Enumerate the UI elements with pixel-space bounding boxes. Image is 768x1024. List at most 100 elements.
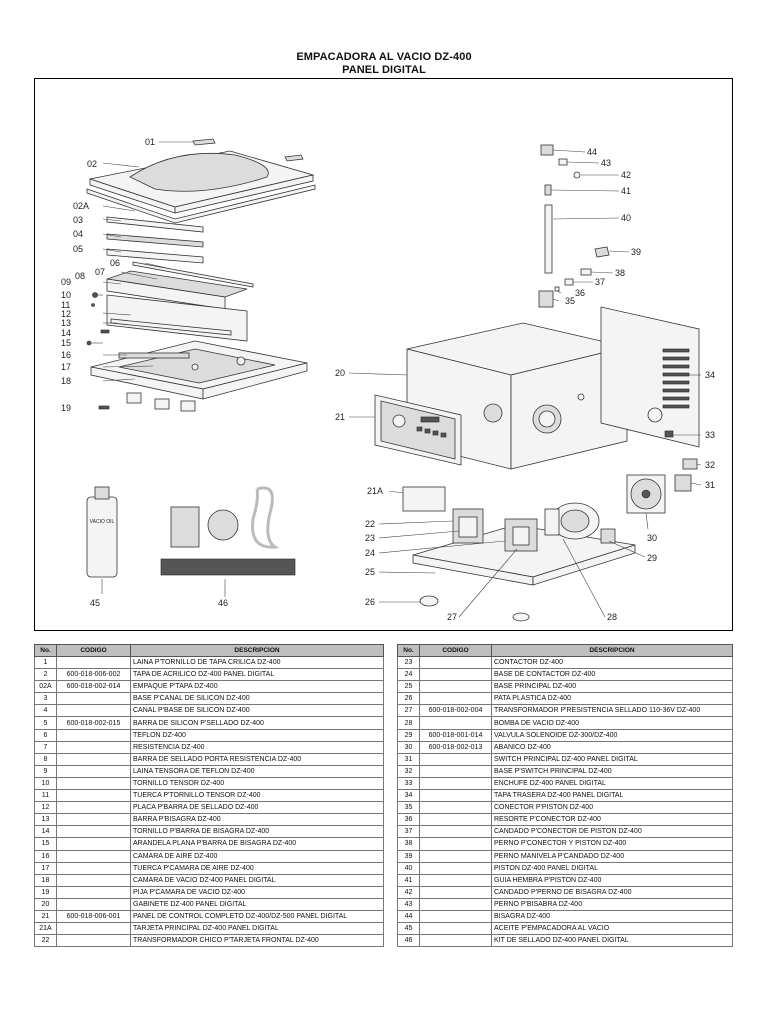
cell-no: 4	[34, 704, 57, 718]
cell-codigo	[56, 849, 131, 863]
col-header-codigo: CODIGO	[419, 644, 492, 657]
cell-no: 29	[397, 728, 420, 742]
cell-descripcion: PATA PLASTICA DZ-400	[491, 692, 733, 706]
col-header-descripcion: DESCRIPCION	[130, 644, 384, 657]
cell-codigo	[419, 776, 492, 791]
callout-label: 46	[218, 598, 228, 608]
cell-no: 46	[397, 934, 420, 948]
cell-codigo	[419, 861, 492, 875]
cell-no: 21A	[34, 922, 57, 936]
cell-no: 02A	[34, 680, 57, 694]
cell-codigo	[56, 813, 131, 827]
callout-label: 16	[61, 350, 71, 360]
callout-label: 30	[647, 533, 657, 543]
cell-codigo: 600-018-006-001	[56, 909, 131, 924]
cell-no: 41	[397, 873, 420, 887]
cell-descripcion: KIT DE SELLADO DZ-400 PANEL DIGITAL	[491, 934, 733, 948]
leader-lines	[89, 141, 702, 618]
cell-descripcion: GABINETE DZ-400 PANEL DIGITAL	[130, 897, 384, 911]
callout-label: 41	[621, 186, 631, 196]
cell-codigo: 600-018-002-014	[56, 680, 131, 694]
cell-descripcion: ABANICO DZ-400	[491, 740, 733, 754]
cell-codigo	[56, 704, 131, 718]
cell-no: 20	[34, 897, 57, 911]
callout-label: 26	[365, 597, 375, 607]
cell-no: 40	[397, 861, 420, 875]
cell-descripcion: RESORTE P'CONECTOR DZ-400	[491, 813, 733, 827]
cell-codigo	[56, 789, 131, 803]
callout-label: 11	[61, 300, 70, 310]
cell-no: 12	[34, 801, 57, 815]
cell-descripcion: VALVULA SOLENOIDE DZ-300/DZ-400	[491, 728, 733, 742]
callout-label: 13	[61, 318, 71, 328]
callout-label: 21A	[367, 486, 383, 496]
callout-label: 07	[95, 267, 105, 277]
callout-label: 02	[87, 159, 97, 169]
cell-codigo	[56, 825, 131, 839]
callout-label: 34	[705, 370, 715, 380]
cell-codigo: 600-018-002-015	[56, 716, 131, 730]
exploded-diagram: VACIO OIL	[34, 78, 733, 631]
callout-label: 42	[621, 170, 631, 180]
cell-descripcion: CANAL P'BASE DE SILICON DZ-400	[130, 704, 384, 718]
cell-codigo	[419, 655, 492, 670]
cell-codigo: 600-018-002-013	[419, 740, 492, 754]
callout-label: 12	[61, 309, 71, 319]
table-row: 36 RESORTE P'CONECTOR DZ-400	[397, 813, 733, 827]
cell-codigo	[56, 752, 131, 766]
cell-descripcion: CANDADO P'CONECTOR DE PISTON DZ-400	[491, 825, 733, 839]
cell-no: 16	[34, 849, 57, 863]
cell-codigo	[419, 789, 492, 803]
cell-codigo	[56, 922, 131, 936]
cell-descripcion: TAPA DE ACRILICO DZ-400 PANEL DIGITAL	[130, 668, 384, 682]
cell-descripcion: PISTON DZ-400 PANEL DIGITAL	[491, 861, 733, 875]
col-header-no: No.	[397, 644, 420, 657]
cell-descripcion: PLACA P'BARRA DE SELLADO DZ-400	[130, 801, 384, 815]
cell-codigo	[419, 897, 492, 911]
cell-codigo	[56, 837, 131, 851]
cell-no: 1	[34, 655, 57, 670]
oil-bottle-label: VACIO OIL	[90, 519, 115, 525]
cell-codigo	[56, 728, 131, 742]
cell-codigo	[419, 764, 492, 778]
callout-label: 44	[587, 147, 597, 157]
callout-label: 43	[601, 158, 611, 168]
cell-codigo: 600-018-006-002	[56, 668, 131, 682]
cell-no: 5	[34, 716, 57, 730]
callout-label: 36	[575, 288, 585, 298]
cell-no: 3	[34, 692, 57, 706]
lid-assembly	[86, 138, 316, 412]
cell-no: 22	[34, 934, 57, 948]
callout-label: 20	[335, 368, 345, 378]
cell-descripcion: BASE PRINCIPAL DZ-400	[491, 680, 733, 694]
accessories: VACIO OIL	[86, 486, 296, 578]
callout-label: 14	[61, 328, 71, 338]
cell-no: 42	[397, 885, 420, 899]
cell-codigo	[56, 861, 131, 875]
table-row: 12 PLACA P'BARRA DE SELLADO DZ-400	[34, 801, 384, 815]
cell-descripcion: BARRA DE SELLADO PORTA RESISTENCIA DZ-40…	[130, 752, 384, 766]
cell-codigo: 600-018-002-004	[419, 704, 492, 718]
cell-no: 34	[397, 789, 420, 803]
cell-descripcion: BARRA P'BISAGRA DZ-400	[130, 813, 384, 827]
callout-label: 02A	[73, 201, 89, 211]
cell-no: 36	[397, 813, 420, 827]
cell-no: 10	[34, 776, 57, 791]
cell-no: 24	[397, 668, 420, 682]
cell-codigo	[56, 764, 131, 778]
